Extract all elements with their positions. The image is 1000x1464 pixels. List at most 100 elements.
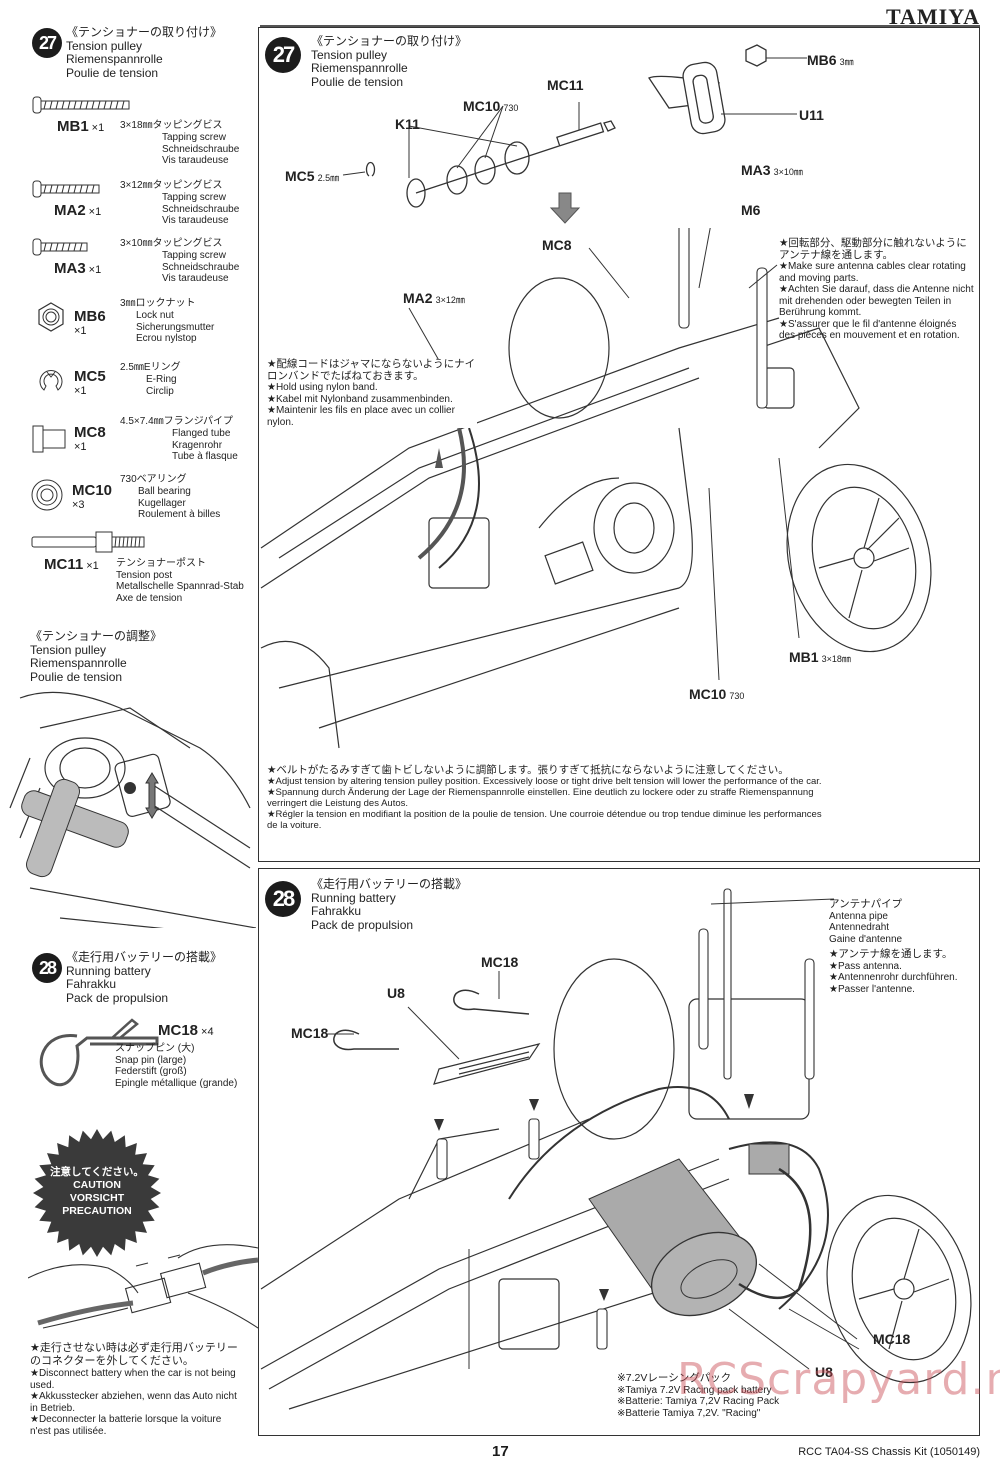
step-number: 27 — [38, 32, 57, 53]
title-en: Running battery — [311, 890, 396, 905]
title-en: Running battery — [66, 963, 151, 978]
title-fr: Poulie de tension — [66, 65, 159, 80]
desc-en: Tapping screw — [162, 192, 226, 203]
tension-adjust-illustration — [9, 691, 256, 928]
desc-fr: Tube à flasque — [172, 451, 238, 462]
callout-u8-bottom: U8 — [815, 1364, 833, 1380]
title-de: Riemenspannrolle — [311, 61, 408, 75]
pipe-de: Antennedraht — [829, 922, 890, 933]
note-jp: ★ベルトがたるみすぎて歯トビしないように調節します。張りすぎて抵抗にならないよう… — [267, 764, 789, 776]
part-mc18: MC18×4 — [158, 1022, 214, 1040]
part-mc5: MC5×1 2.5㎜Eリング E-Ring Circlip — [36, 362, 256, 404]
part-desc: Flanged tube Kragenrohr Tube à flasque — [172, 428, 238, 463]
title-fr: Poulie de tension — [30, 669, 123, 684]
pipe-fr: Gaine d'antenne — [829, 933, 903, 945]
callout-size: 3㎜ — [839, 57, 854, 67]
tension-post-icon — [31, 531, 145, 553]
title-en: Tension pulley — [30, 642, 107, 657]
note-jp: ★走行させない時は必ず走行用バッテリーのコネクターを外してください。 — [30, 1342, 238, 1367]
step-27-badge: 27 — [32, 28, 62, 58]
desc-fr: Vis taraudeuse — [162, 155, 229, 166]
note-de: ★Spannung durch Änderung der Lage der Ri… — [267, 787, 814, 809]
desc-fr: Epingle métallique (grande) — [115, 1077, 238, 1089]
flanged-tube-icon — [32, 425, 66, 453]
note-jp: ★回転部分、駆動部分に触れないようにアンテナ線を通します。 — [779, 237, 967, 261]
part-qty: ×1 — [88, 264, 102, 276]
part-mc18-desc: スナップピン (大) Snap pin (large) Federstift (… — [115, 1043, 257, 1089]
callout-size: 3×18㎜ — [821, 654, 851, 664]
short-screw-icon — [32, 238, 88, 256]
note-en: ★Adjust tension by altering tension pull… — [267, 776, 822, 787]
desc-de: Sicherungsmutter — [136, 321, 215, 333]
callout-code: MC5 — [285, 168, 315, 184]
note-en: ★Pass antenna. — [829, 960, 902, 972]
part-mb1: MB1×1 3×18㎜タッピングビス Tapping screw Schneid… — [32, 96, 252, 166]
antenna-note: ★回転部分、駆動部分に触れないようにアンテナ線を通します。 ★Make sure… — [779, 237, 975, 342]
battery-pack — [588, 1158, 758, 1317]
part-desc-jp: 3㎜ロックナット — [120, 298, 196, 309]
desc-de: Metallschelle Spannrad-Stab — [116, 581, 244, 592]
desc-fr: Vis taraudeuse — [162, 273, 229, 284]
note-en: ※Tamiya 7.2V Racing pack battery — [617, 1384, 772, 1396]
step-27-title: 《テンショナーの取り付け》 Tension pulley Riemenspann… — [311, 34, 467, 89]
step-27-panel: 27 《テンショナーの取り付け》 Tension pulley Riemensp… — [258, 27, 980, 862]
callout-code: MA2 — [403, 290, 433, 306]
antenna-pipe-note: アンテナパイプ Antenna pipe Antennedraht Gaine … — [829, 898, 979, 945]
part-code: MC18 — [158, 1022, 199, 1039]
snap-pin-icon — [39, 1018, 159, 1087]
callout-code: MC8 — [542, 237, 572, 253]
watermark: RCScrapyard.net — [677, 1354, 1000, 1405]
title-jp: 《テンショナーの取り付け》 — [66, 25, 223, 39]
note-fr: ※Batterie Tamiya 7,2V. "Racing" — [617, 1407, 761, 1419]
title-fr: Pack de propulsion — [66, 990, 169, 1005]
step-27-badge: 27 — [265, 37, 301, 73]
callout-mc8: MC8 — [542, 237, 572, 253]
step-28-title: 《走行用バッテリーの搭載》 Running battery Fahrakku P… — [311, 877, 467, 932]
desc-de: Kugellager — [138, 497, 186, 509]
part-ma2: MA2×1 3×12㎜タッピングビス Tapping screw Schneid… — [32, 180, 252, 240]
desc-en: Flanged tube — [172, 428, 231, 439]
callout-code: MB1 — [789, 649, 819, 665]
step-number: 27 — [272, 42, 296, 67]
sidebar: 27 《テンショナーの取り付け》 Tension pulley Riemensp… — [0, 0, 258, 1464]
desc-en: Ball bearing — [138, 486, 191, 497]
part-code: MB1 — [57, 118, 89, 135]
snap-pin-left — [333, 1029, 399, 1051]
note-fr: ★S'assurer que le fil d'antenne éloignés… — [779, 318, 960, 342]
part-code: MA2 — [54, 202, 86, 219]
desc-fr: Ecrou nylstop — [136, 333, 197, 344]
callout-size: 2.5㎜ — [317, 173, 340, 183]
caution-badge: 注意してください。 CAUTION VORSICHT PRECAUTION — [32, 1128, 162, 1258]
desc-de: Schneidschraube — [162, 261, 240, 273]
title-de: Fahrakku — [66, 977, 117, 991]
desc-de: Kragenrohr — [172, 439, 223, 451]
desc-jp: テンショナーポスト — [116, 558, 206, 569]
note-jp: ※7.2Vレーシングパック — [617, 1372, 732, 1384]
callout-mc11: MC11 — [547, 77, 584, 93]
step-28-badge: 28 — [265, 881, 301, 917]
starburst-icon — [33, 1129, 161, 1257]
note-de: ★Akkusstecker abziehen, wenn das Auto ni… — [30, 1391, 237, 1414]
down-arrow-icon — [529, 1099, 539, 1111]
callout-k11: K11 — [395, 116, 420, 132]
part-code: MC8 — [74, 424, 106, 441]
part-desc: Tapping screw Schneidschraube Vis taraud… — [162, 132, 239, 167]
tensioner-exploded-drawing — [342, 44, 807, 224]
down-arrow-icon — [744, 1094, 754, 1109]
down-arrow-icon — [434, 1119, 444, 1131]
brand-logo: TAMIYA — [885, 4, 980, 29]
part-mb6: MB6×1 3㎜ロックナット Lock nut Sicherungsmutter… — [36, 298, 256, 350]
ball-bearing-icon — [31, 479, 63, 511]
pipe-en: Antenna pipe — [829, 910, 888, 922]
part-qty: ×1 — [86, 560, 99, 572]
callout-size: 730 — [503, 103, 519, 113]
callout-code: MC10 — [689, 686, 727, 702]
snap-pin-top — [453, 989, 530, 1015]
desc-en: E-Ring — [146, 374, 177, 385]
caution-jp: 注意してください。 — [50, 1166, 144, 1178]
part-desc: テンショナーポスト Tension post Metallschelle Spa… — [116, 558, 258, 604]
part-desc: Tapping screw Schneidschraube Vis taraud… — [162, 250, 239, 285]
title-de: Riemenspannrolle — [30, 656, 127, 670]
